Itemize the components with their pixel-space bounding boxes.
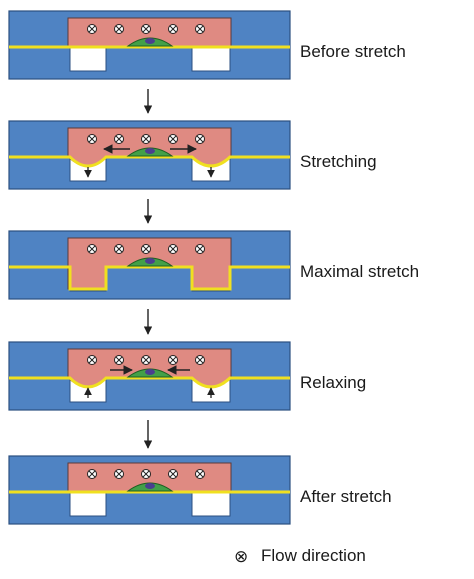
nucleus — [145, 38, 155, 44]
flow-marker-icon — [87, 134, 97, 144]
vacuum-well — [191, 46, 231, 72]
flow-marker-icon — [114, 134, 124, 144]
device-panel-before — [8, 10, 291, 80]
flow-marker-icon — [195, 355, 205, 365]
legend-label: Flow direction — [261, 546, 366, 565]
membrane — [9, 265, 290, 291]
vacuum-well — [191, 491, 231, 517]
device-panel-maximal — [8, 230, 291, 300]
stage-label-after: After stretch — [300, 487, 392, 506]
nucleus — [145, 369, 155, 375]
flow-marker-icon — [87, 244, 97, 254]
flow-direction-legend-icon: ⊗ — [234, 547, 248, 566]
nucleus — [145, 148, 155, 154]
flow-marker-icon — [168, 24, 178, 34]
vacuum-well — [69, 491, 107, 517]
flow-marker-icon — [141, 24, 151, 34]
flow-marker-icon — [168, 469, 178, 479]
flow-marker-icon — [87, 355, 97, 365]
flow-marker-icon — [114, 24, 124, 34]
stage-label-maximal: Maximal stretch — [300, 262, 419, 281]
nucleus — [145, 258, 155, 264]
flow-marker-icon — [168, 355, 178, 365]
membrane — [9, 155, 290, 168]
device-panel-relaxing — [8, 341, 291, 411]
legend: ⊗ Flow direction — [234, 546, 366, 566]
vacuum-well — [69, 46, 107, 72]
membrane — [9, 376, 290, 389]
flow-marker-icon — [114, 355, 124, 365]
stage-label-relaxing: Relaxing — [300, 373, 366, 392]
stage-label-stretching: Stretching — [300, 152, 377, 171]
flow-marker-icon — [87, 469, 97, 479]
flow-marker-icon — [141, 469, 151, 479]
stage-panels — [8, 10, 291, 525]
flow-marker-icon — [168, 244, 178, 254]
flow-marker-icon — [195, 244, 205, 254]
device-panel-stretching — [8, 120, 291, 190]
stage-label-before: Before stretch — [300, 42, 406, 61]
nucleus — [145, 483, 155, 489]
flow-marker-icon — [168, 134, 178, 144]
flow-marker-icon — [141, 244, 151, 254]
flow-marker-icon — [141, 134, 151, 144]
flow-marker-icon — [114, 244, 124, 254]
flow-marker-icon — [141, 355, 151, 365]
flow-marker-icon — [195, 134, 205, 144]
flow-marker-icon — [195, 469, 205, 479]
flow-marker-icon — [87, 24, 97, 34]
flow-marker-icon — [114, 469, 124, 479]
flow-marker-icon — [195, 24, 205, 34]
device-panel-after — [8, 455, 291, 525]
